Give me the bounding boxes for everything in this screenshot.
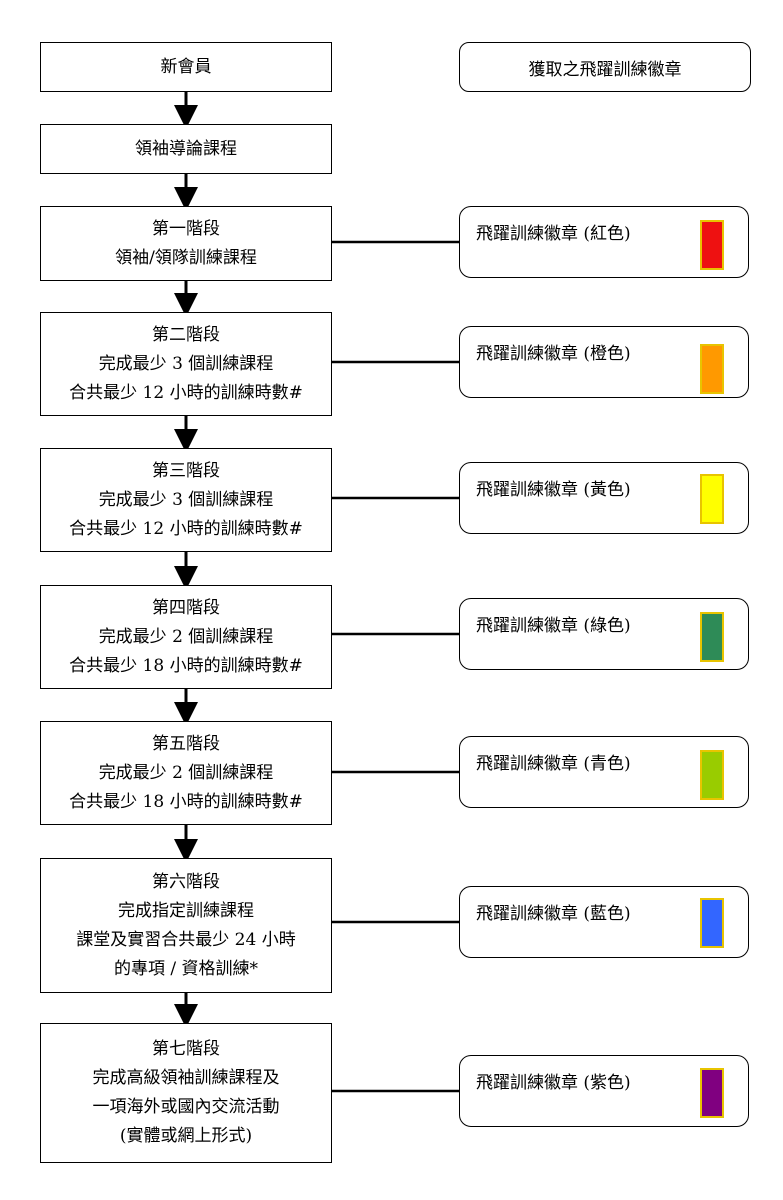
- stage-7-desc-2: 一項海外或國內交流活動: [92, 1097, 280, 1117]
- stage-3-title: 第三階段: [152, 460, 220, 481]
- intro-course-text: 領袖導論課程: [135, 138, 237, 159]
- stage-5-box: 第五階段 完成最少 2 個訓練課程 合共最少 18 小時的訓練時數#: [40, 721, 332, 825]
- new-member-text: 新會員: [160, 56, 212, 77]
- badge-cyan-label: 飛躍訓練徽章 (青色): [476, 754, 631, 774]
- stage-6-desc-1: 完成指定訓練課程: [118, 900, 254, 921]
- stage-4-title: 第四階段: [152, 597, 220, 618]
- badge-blue-swatch: [700, 898, 724, 948]
- badge-red-label: 飛躍訓練徽章 (紅色): [476, 224, 631, 244]
- stage-1-title: 第一階段: [152, 218, 220, 239]
- badge-column-title: 獲取之飛躍訓練徽章: [528, 59, 682, 80]
- stage-3-box: 第三階段 完成最少 3 個訓練課程 合共最少 12 小時的訓練時數#: [40, 448, 332, 552]
- badge-yellow: 飛躍訓練徽章 (黃色): [459, 462, 749, 534]
- badge-cyan-swatch: [700, 750, 724, 800]
- stage-5-title: 第五階段: [152, 733, 220, 754]
- stage-1-box: 第一階段 領袖/領隊訓練課程: [40, 206, 332, 281]
- stage-3-desc-2: 合共最少 12 小時的訓練時數#: [69, 518, 303, 539]
- badge-column-header: 獲取之飛躍訓練徽章: [459, 42, 751, 92]
- stage-2-desc-2: 合共最少 12 小時的訓練時數#: [69, 382, 303, 403]
- stage-7-desc-1: 完成高級領袖訓練課程及: [92, 1068, 280, 1088]
- stage-7-desc-3: (實體或網上形式): [119, 1126, 253, 1146]
- badge-purple-swatch: [700, 1068, 724, 1118]
- stage-4-desc-2: 合共最少 18 小時的訓練時數#: [69, 655, 303, 676]
- intro-course-box: 領袖導論課程: [40, 124, 332, 174]
- badge-cyan: 飛躍訓練徽章 (青色): [459, 736, 749, 808]
- stage-6-title: 第六階段: [152, 871, 220, 892]
- badge-green-label: 飛躍訓練徽章 (綠色): [476, 616, 631, 636]
- badge-yellow-label: 飛躍訓練徽章 (黃色): [476, 480, 631, 500]
- stage-5-desc-2: 合共最少 18 小時的訓練時數#: [69, 791, 303, 812]
- stage-5-desc-1: 完成最少 2 個訓練課程: [98, 762, 274, 783]
- stage-6-desc-3: 的專項 / 資格訓練*: [113, 958, 259, 979]
- stage-1-desc-1: 領袖/領隊訓練課程: [115, 247, 257, 268]
- badge-green-swatch: [700, 612, 724, 662]
- new-member-box: 新會員: [40, 42, 332, 92]
- badge-yellow-swatch: [700, 474, 724, 524]
- stage-2-desc-1: 完成最少 3 個訓練課程: [98, 353, 274, 374]
- stage-2-title: 第二階段: [152, 324, 220, 345]
- badge-blue: 飛躍訓練徽章 (藍色): [459, 886, 749, 958]
- stage-4-box: 第四階段 完成最少 2 個訓練課程 合共最少 18 小時的訓練時數#: [40, 585, 332, 689]
- badge-blue-label: 飛躍訓練徽章 (藍色): [476, 904, 631, 924]
- badge-green: 飛躍訓練徽章 (綠色): [459, 598, 749, 670]
- badge-red-swatch: [700, 220, 724, 270]
- stage-6-desc-2: 課堂及實習合共最少 24 小時: [76, 929, 296, 950]
- stage-2-box: 第二階段 完成最少 3 個訓練課程 合共最少 12 小時的訓練時數#: [40, 312, 332, 416]
- stage-7-box: 第七階段 完成高級領袖訓練課程及 一項海外或國內交流活動 (實體或網上形式): [40, 1023, 332, 1163]
- badge-red: 飛躍訓練徽章 (紅色): [459, 206, 749, 278]
- stage-6-box: 第六階段 完成指定訓練課程 課堂及實習合共最少 24 小時 的專項 / 資格訓練…: [40, 858, 332, 993]
- badge-orange: 飛躍訓練徽章 (橙色): [459, 326, 749, 398]
- badge-purple-label: 飛躍訓練徽章 (紫色): [476, 1073, 631, 1093]
- stage-4-desc-1: 完成最少 2 個訓練課程: [98, 626, 274, 647]
- badge-orange-swatch: [700, 344, 724, 394]
- badge-orange-label: 飛躍訓練徽章 (橙色): [476, 344, 631, 364]
- stage-3-desc-1: 完成最少 3 個訓練課程: [98, 489, 274, 510]
- badge-purple: 飛躍訓練徽章 (紫色): [459, 1055, 749, 1127]
- stage-7-title: 第七階段: [152, 1039, 220, 1059]
